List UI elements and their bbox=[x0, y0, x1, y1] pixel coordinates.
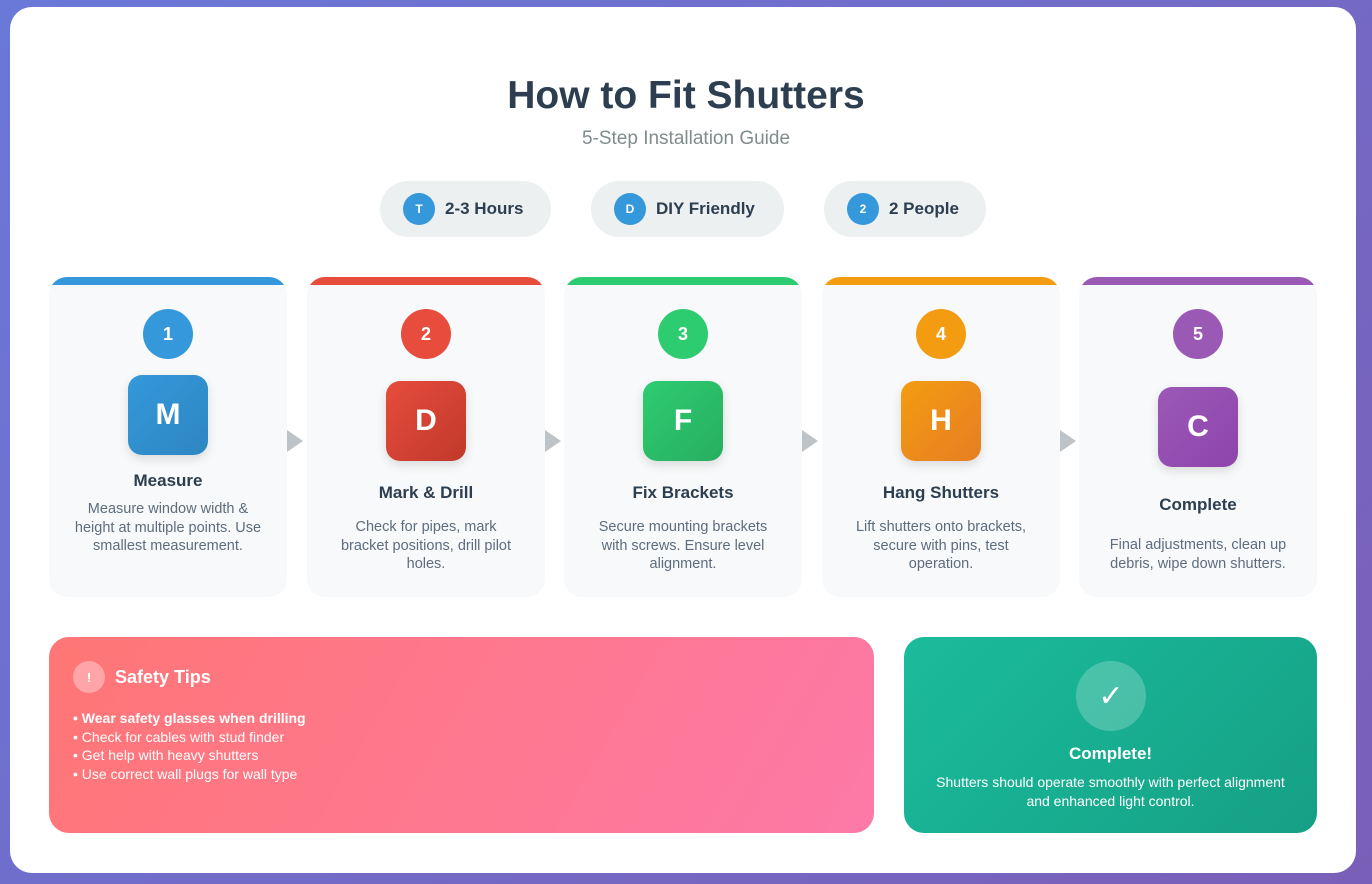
step-number: 5 bbox=[1173, 309, 1223, 359]
badge-label: 2 People bbox=[889, 199, 959, 218]
completion-panel: ✓ Complete! Shutters should operate smoo… bbox=[904, 637, 1317, 833]
step-description: Measure window width & height at multipl… bbox=[74, 501, 262, 554]
hang-icon: H bbox=[901, 381, 981, 461]
page-title: How to Fit Shutters bbox=[507, 74, 865, 117]
drill-icon: D bbox=[386, 381, 466, 461]
completion-title: Complete! bbox=[1068, 744, 1153, 763]
step-description: Secure mounting brackets with screws. En… bbox=[598, 519, 768, 572]
step-color-bar bbox=[1079, 277, 1317, 285]
checkmark-icon: ✓ bbox=[1076, 661, 1146, 731]
step-card-measure: 1 M Measure Measure window width & heigh… bbox=[49, 277, 287, 597]
safety-tips-panel: ! Safety Tips • Wear safety glasses when… bbox=[49, 637, 874, 833]
step-color-bar bbox=[49, 277, 287, 285]
measure-icon: M bbox=[128, 375, 208, 455]
step-description: Final adjustments, clean up debris, wipe… bbox=[1109, 537, 1287, 572]
arrow-right-icon bbox=[1060, 430, 1076, 452]
list-item: • Use correct wall plugs for wall type bbox=[73, 766, 298, 783]
arrow-right-icon bbox=[545, 430, 561, 452]
step-card-fix-brackets: 3 F Fix Brackets Secure mounting bracket… bbox=[564, 277, 802, 597]
step-name: Hang Shutters bbox=[882, 483, 1000, 502]
step-number: 1 bbox=[143, 309, 193, 359]
step-number: 4 bbox=[916, 309, 966, 359]
list-item: • Get help with heavy shutters bbox=[73, 747, 259, 764]
safety-tips-list: • Wear safety glasses when drilling • Ch… bbox=[73, 709, 306, 784]
badge-duration: T 2-3 Hours bbox=[380, 181, 551, 237]
page-subtitle: 5-Step Installation Guide bbox=[581, 128, 791, 149]
safety-title: Safety Tips bbox=[115, 667, 211, 687]
step-number: 3 bbox=[658, 309, 708, 359]
arrow-right-icon bbox=[287, 430, 303, 452]
step-color-bar bbox=[564, 277, 802, 285]
step-color-bar bbox=[822, 277, 1060, 285]
step-number: 2 bbox=[401, 309, 451, 359]
step-name: Complete bbox=[1159, 495, 1237, 514]
badge-label: 2-3 Hours bbox=[445, 199, 524, 218]
list-item: • Check for cables with stud finder bbox=[73, 728, 285, 745]
time-icon: T bbox=[403, 193, 435, 225]
arrow-right-icon bbox=[802, 430, 818, 452]
diy-icon: D bbox=[614, 193, 646, 225]
step-description: Check for pipes, mark bracket positions,… bbox=[340, 519, 512, 572]
step-card-mark-drill: 2 D Mark & Drill Check for pipes, mark b… bbox=[307, 277, 545, 597]
list-item: • Wear safety glasses when drilling bbox=[73, 710, 306, 726]
step-name: Mark & Drill bbox=[378, 483, 474, 502]
step-description: Lift shutters onto brackets, secure with… bbox=[855, 519, 1027, 572]
step-card-hang-shutters: 4 H Hang Shutters Lift shutters onto bra… bbox=[822, 277, 1060, 597]
badge-label: DIY Friendly bbox=[656, 199, 755, 218]
step-color-bar bbox=[307, 277, 545, 285]
bracket-icon: F bbox=[643, 381, 723, 461]
step-name: Fix Brackets bbox=[632, 483, 734, 502]
complete-icon: C bbox=[1158, 387, 1238, 467]
completion-description: Shutters should operate smoothly with pe… bbox=[936, 774, 1285, 809]
badge-people: 2 2 People bbox=[824, 181, 986, 237]
warning-icon: ! bbox=[73, 661, 105, 693]
step-card-complete: 5 C Complete Final adjustments, clean up… bbox=[1079, 277, 1317, 597]
people-icon: 2 bbox=[847, 193, 879, 225]
step-name: Measure bbox=[133, 471, 203, 490]
badge-difficulty: D DIY Friendly bbox=[591, 181, 784, 237]
